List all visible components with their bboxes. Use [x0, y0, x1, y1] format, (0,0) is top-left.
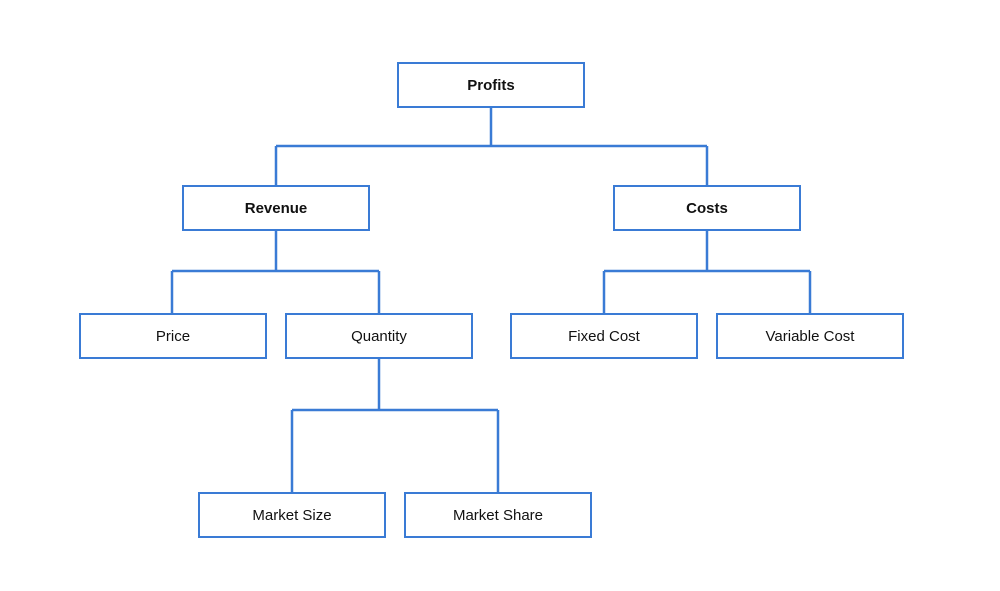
node-variable-cost: Variable Cost [716, 313, 904, 359]
node-variable-cost-label: Variable Cost [765, 327, 855, 345]
node-market-size-label: Market Size [252, 506, 332, 524]
node-price: Price [79, 313, 267, 359]
node-price-label: Price [155, 327, 191, 345]
node-fixed-cost-label: Fixed Cost [568, 327, 640, 345]
node-costs-label: Costs [686, 199, 728, 217]
node-quantity: Quantity [285, 313, 473, 359]
node-revenue: Revenue [182, 185, 370, 231]
node-revenue-label: Revenue [244, 199, 308, 217]
node-costs: Costs [613, 185, 801, 231]
connector-quantity-to-children [290, 359, 500, 493]
connector-profits-to-level2 [274, 108, 709, 186]
node-fixed-cost: Fixed Cost [510, 313, 698, 359]
node-profits-label: Profits [467, 76, 515, 94]
node-market-size: Market Size [198, 492, 386, 538]
connector-revenue-to-children [170, 231, 381, 314]
node-market-share-label: Market Share [452, 506, 544, 524]
node-quantity-label: Quantity [351, 327, 407, 345]
connector-costs-to-children [602, 231, 812, 314]
node-profits: Profits [397, 62, 585, 108]
node-market-share: Market Share [404, 492, 592, 538]
